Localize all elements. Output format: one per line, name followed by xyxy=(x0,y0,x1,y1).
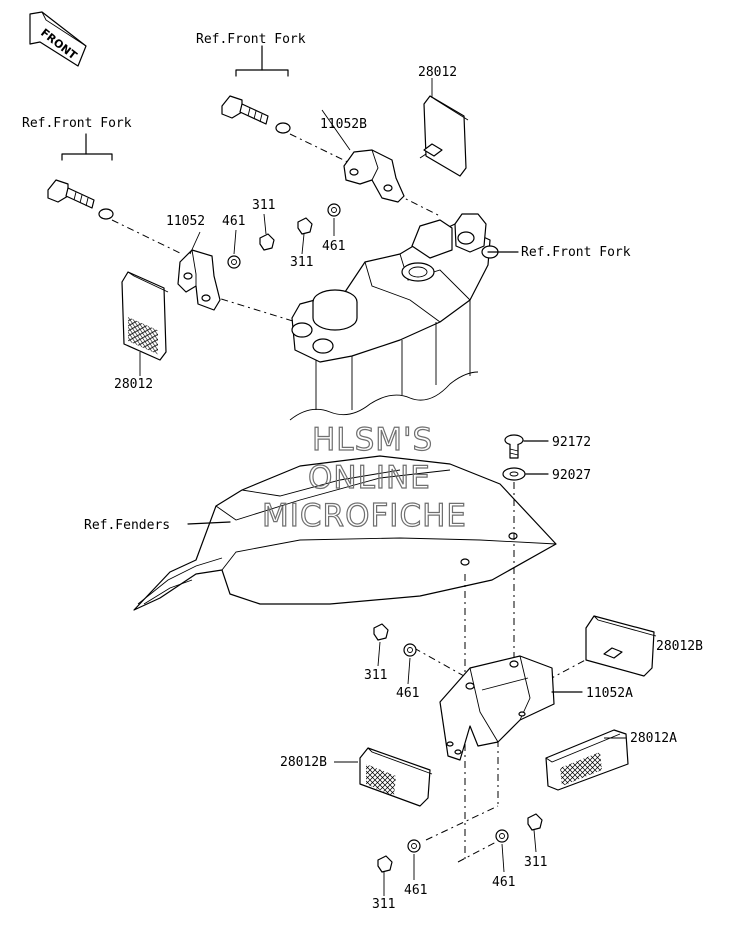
reflector-28012b-left xyxy=(359,747,433,807)
label-11052: 11052 xyxy=(166,214,205,229)
label-28012-top: 28012 xyxy=(418,65,457,80)
washer-top xyxy=(275,122,291,134)
label-461-a: 461 xyxy=(222,214,245,229)
label-311-c: 311 xyxy=(364,668,387,683)
label-28012b-right: 28012B xyxy=(656,639,703,654)
label-11052a: 11052A xyxy=(586,686,633,701)
reflector-28012-left xyxy=(121,271,169,361)
nut-311-lower-left xyxy=(377,855,393,873)
watermark: HLSM'S ONLINE MICROFICHE xyxy=(261,421,467,534)
washer-461-upper-left xyxy=(227,255,241,269)
label-311-d: 311 xyxy=(524,855,547,870)
leader-ref-left xyxy=(61,153,113,161)
bracket-11052b xyxy=(343,149,405,203)
nut-311-upper-b xyxy=(297,217,313,235)
label-461-b: 461 xyxy=(322,239,345,254)
label-28012a: 28012A xyxy=(630,731,677,746)
bolt-top xyxy=(221,95,269,125)
front-arrow-icon: FRONT xyxy=(29,11,87,67)
washer-left xyxy=(98,208,114,220)
label-ref-front-fork-top: Ref.Front Fork xyxy=(196,32,306,47)
watermark-line-2: ONLINE xyxy=(308,460,431,496)
nut-311-lower-top xyxy=(373,623,389,641)
reflector-28012b-right xyxy=(585,615,657,677)
label-461-d: 461 xyxy=(492,875,515,890)
washer-461-lower-top xyxy=(403,643,417,657)
front-fender xyxy=(133,455,557,611)
washer-461-upper-right xyxy=(327,203,341,217)
reflector-28012a xyxy=(545,729,629,791)
label-ref-front-fork-left: Ref.Front Fork xyxy=(22,116,132,131)
label-ref-fenders: Ref.Fenders xyxy=(84,518,170,533)
leader-ref-top xyxy=(235,69,289,77)
label-11052b: 11052B xyxy=(320,117,367,132)
label-311-b: 311 xyxy=(290,255,313,270)
watermark-line-3: MICROFICHE xyxy=(262,498,467,534)
label-92172: 92172 xyxy=(552,435,591,450)
reflector-28012-top xyxy=(423,95,469,177)
screw-92172 xyxy=(504,434,524,459)
bolt-left xyxy=(47,179,95,209)
label-28012b-left: 28012B xyxy=(280,755,327,770)
watermark-line-1: HLSM'S xyxy=(312,422,433,458)
bracket-11052a xyxy=(439,655,555,761)
washer-461-lower-right xyxy=(495,829,509,843)
washer-92027 xyxy=(502,467,526,481)
label-311-e: 311 xyxy=(372,897,395,912)
bracket-11052 xyxy=(177,249,221,311)
label-92027: 92027 xyxy=(552,468,591,483)
label-461-e: 461 xyxy=(404,883,427,898)
washer-461-lower-left xyxy=(407,839,421,853)
label-461-c: 461 xyxy=(396,686,419,701)
nut-311-upper-a xyxy=(259,233,275,251)
label-28012-left: 28012 xyxy=(114,377,153,392)
front-fork-assembly xyxy=(289,213,499,421)
nut-311-lower-right xyxy=(527,813,543,831)
label-311-a: 311 xyxy=(252,198,275,213)
label-ref-front-fork-right: Ref.Front Fork xyxy=(521,245,631,260)
